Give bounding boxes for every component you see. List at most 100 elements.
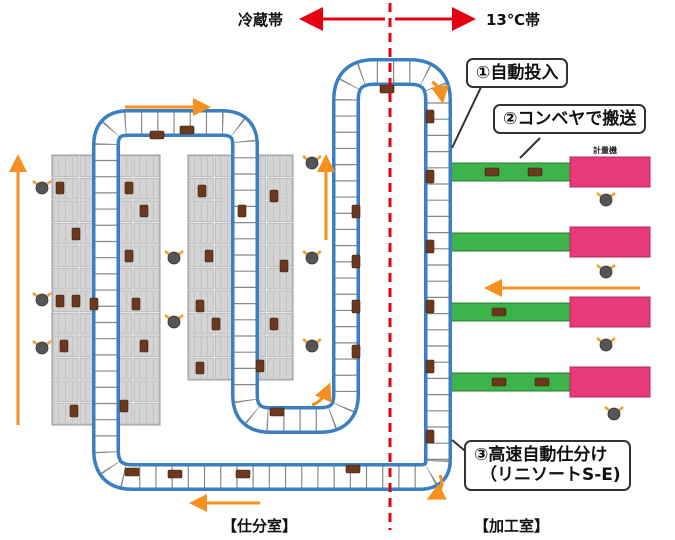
cargo-box [235,469,251,479]
cargo-box [59,339,69,353]
worker [164,314,184,329]
step-auto-input-text: ①自動投入 [476,63,559,83]
worker [596,264,616,279]
cargo-box [425,169,435,184]
lane-2 [445,232,577,252]
scale-label: 計量機 [593,146,617,155]
cargo-box [255,359,265,373]
cargo-box [71,294,81,308]
sorter-conveyor-belt [92,58,452,491]
cargo-box [167,469,183,479]
cargo-box [204,249,214,263]
step-sorting-text: ③高速自動仕分け [474,445,608,465]
cargo-box [425,109,435,124]
cargo-box [55,294,65,308]
cargo-box [55,181,65,195]
step-sorting: ③高速自動仕分け （リニソートS-E) [464,440,631,491]
cargo-box [345,464,361,474]
worker-head [35,293,49,307]
cargo-box [89,297,99,311]
cargo-box [269,189,279,203]
worker-head [35,341,49,355]
cargo-box [527,167,543,177]
worker-head [599,338,613,352]
cargo-box [425,359,435,374]
cargo-box [71,227,81,241]
cargo-box [379,84,395,94]
cargo-box [269,317,279,331]
flow-arrows [9,80,640,512]
flow-arrow [431,80,449,104]
cargo-box [124,467,140,477]
worker [302,155,322,170]
cargo-boxes [55,84,550,479]
cargo-box [425,429,435,444]
scale-machine-1 [569,156,651,188]
worker-head [599,265,613,279]
step-conveyor: ②コンベヤで搬送 [493,104,647,135]
cargo-box [195,361,205,375]
cargo-box [195,299,205,313]
cargo-box [269,407,285,417]
cargo-box [351,299,361,314]
callout-line-1 [451,82,484,149]
step-conveyor-text: ②コンベヤで搬送 [503,109,637,129]
cargo-box [351,204,361,219]
cargo-box [351,344,361,359]
cargo-box [139,339,149,353]
step-sorting-subtext: （リニソートS-E) [480,465,621,486]
processing-room-label: 【加工室】 [474,517,550,535]
scale-machine-4 [569,366,651,398]
cargo-box [69,404,79,418]
worker-head [607,407,621,421]
cargo-box [279,259,289,273]
step-auto-input: ①自動投入 [466,58,569,89]
lane-4 [445,372,577,392]
cargo-box [351,254,361,269]
cold-zone-label: 冷蔵帯 [238,11,284,29]
cargo-box [149,130,165,140]
worker [302,338,322,353]
cargo-box [484,167,500,177]
cargo-box [119,399,129,413]
cargo-box [124,249,134,263]
supply-lanes [444,156,651,398]
worker [32,292,52,307]
lane-3 [445,302,577,322]
flow-arrow [311,382,332,407]
worker [596,192,616,207]
worker-head [599,193,613,207]
cargo-box [131,297,141,311]
cargo-box [124,181,134,195]
lane-1 [445,162,577,182]
worker [164,250,184,265]
cargo-box [211,317,221,331]
cargo-box [534,377,550,387]
cargo-box [491,377,507,387]
scale-machine-3 [569,296,651,328]
worker [604,406,624,421]
worker-head [305,251,319,265]
worker [32,180,52,195]
worker-head [167,251,181,265]
cargo-box [491,307,507,317]
cargo-box [197,184,207,198]
cargo-box [425,299,435,314]
sorting-room-label: 【仕分室】 [222,517,298,535]
worker [302,250,322,265]
worker [596,337,616,352]
cargo-box [139,204,149,218]
belt-inner [95,61,449,488]
cargo-box [425,239,435,254]
cargo-box [237,204,247,218]
scale-machine-2 [569,226,651,258]
flow-arrow [426,474,447,500]
workers [32,155,624,421]
worker-head [305,339,319,353]
worker-head [35,181,49,195]
callout-line-2 [519,137,541,159]
worker-head [305,156,319,170]
worker-head [167,315,181,329]
